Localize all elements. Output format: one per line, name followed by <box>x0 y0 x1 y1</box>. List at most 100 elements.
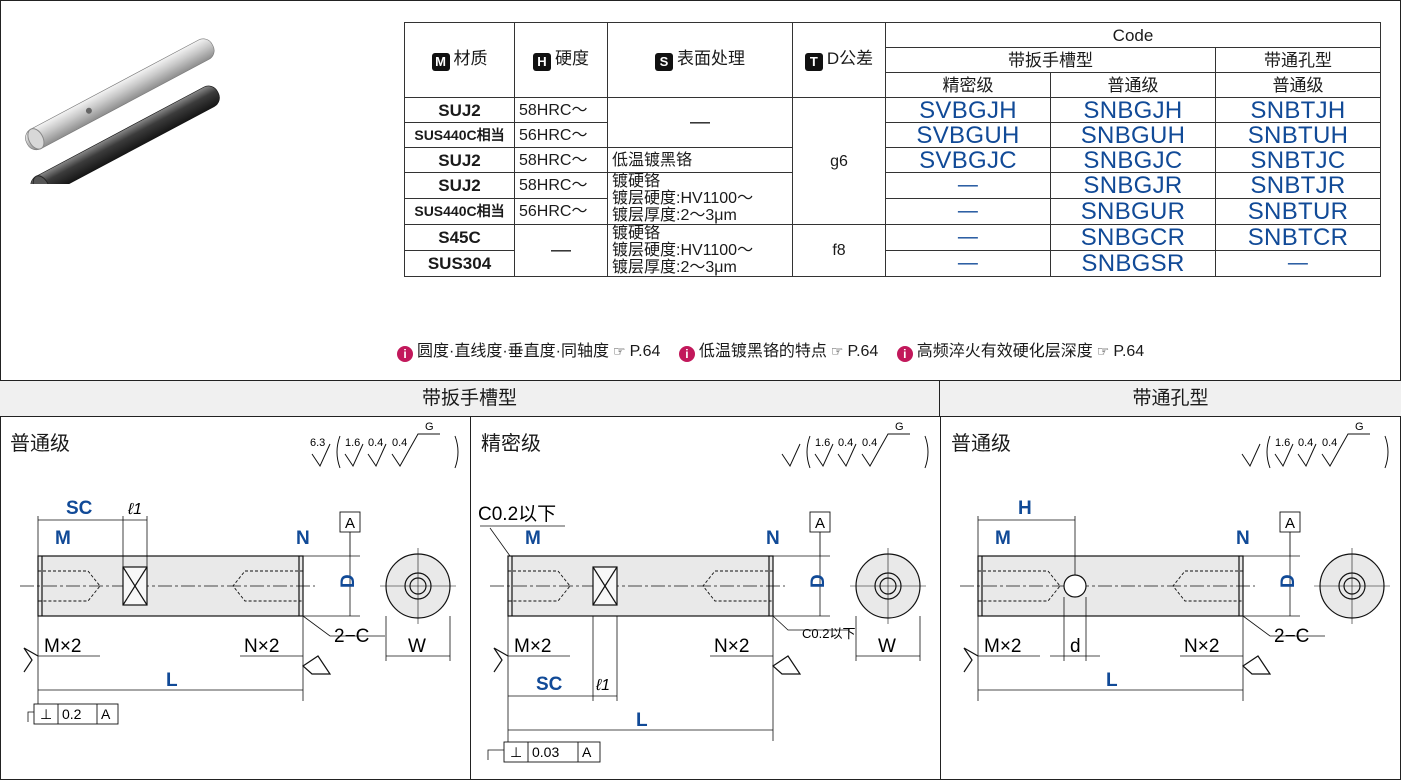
code-cell[interactable]: SVBGUH <box>885 122 1051 148</box>
dim-hole-d: d <box>1070 636 1081 657</box>
code-cell[interactable]: SNBGJH <box>1050 97 1216 123</box>
code-cell[interactable]: SNBGJR <box>1050 172 1216 199</box>
surface-badge: S <box>655 53 673 71</box>
dim-d: D <box>808 574 829 588</box>
reference-icon: ☞ <box>1096 343 1110 359</box>
drawing-section: 带扳手槽型 带通孔型 普通级 精密级 普通级 <box>0 380 1401 780</box>
dim-d: D <box>1278 574 1299 588</box>
code-cell[interactable]: SNBTJH <box>1215 97 1381 123</box>
datum-a: A <box>1285 515 1295 532</box>
section-header-through: 带通孔型 <box>940 381 1401 417</box>
header-wrench-type: 带扳手槽型 <box>885 47 1216 73</box>
panel-divider <box>940 417 941 780</box>
panel-divider <box>470 417 471 780</box>
roughness-label: 1.6 <box>1275 437 1290 449</box>
reference-icon: ☞ <box>613 343 626 359</box>
roughness-symbols <box>311 433 459 469</box>
dim-n: N <box>1236 528 1250 549</box>
through-hole <box>1063 574 1087 598</box>
dim-w: W <box>408 636 426 657</box>
panel-title-standard-through: 普通级 <box>951 433 1011 455</box>
header-through-type: 带通孔型 <box>1215 47 1381 73</box>
code-cell[interactable]: SNBGCR <box>1050 224 1216 251</box>
black-pin <box>30 85 220 184</box>
panel-title-standard: 普通级 <box>10 433 70 455</box>
datum-ref: A <box>101 706 111 722</box>
roughness-label: 0.4 <box>1298 437 1313 449</box>
dim-d: D <box>338 574 359 588</box>
product-photo <box>25 38 220 184</box>
roughness-label: 0.4 <box>838 437 853 449</box>
datum-a: A <box>815 515 825 532</box>
hardness-badge: H <box>533 53 551 71</box>
drawing-wrench-precision: 1.6 0.4 0.4 G C0.2以下 M N A D W M×2 N×2 C… <box>478 421 929 763</box>
drawing-wrench-standard: 6.3 1.6 0.4 0.4 G SC ℓ1 M N A D W M×2 N×… <box>20 421 459 725</box>
header-code: Code <box>885 22 1381 48</box>
material-badge: M <box>431 53 450 71</box>
roughness-label: 1.6 <box>815 437 830 449</box>
header-standard-2: 普通级 <box>1215 72 1381 98</box>
roughness-label: 1.6 <box>345 437 360 449</box>
dim-chamfer: 2−C <box>1274 626 1309 647</box>
silver-pin <box>25 38 215 151</box>
roughness-label: G <box>425 421 434 433</box>
dim-l: L <box>636 710 648 731</box>
code-cell[interactable]: SVBGJC <box>885 147 1051 173</box>
header-standard: 普通级 <box>1050 72 1216 98</box>
dim-sc: SC <box>536 674 563 695</box>
roughness-label: 0.4 <box>368 437 383 449</box>
dim-h: H <box>1018 498 1032 519</box>
roughness-label: 6.3 <box>310 437 325 449</box>
dim-l: L <box>166 670 178 691</box>
info-icon: i <box>896 346 913 362</box>
dim-chamfer-note-2: C0.2以下 <box>802 626 855 641</box>
datum-ref: A <box>582 744 592 760</box>
roughness-label: 0.4 <box>392 437 407 449</box>
code-cell[interactable]: SVBGJH <box>885 97 1051 123</box>
table-row: SUJ2 58HRC～ 镀硬铬 镀层硬度:HV1100～ 镀层厚度:2～3μm … <box>404 172 1381 225</box>
dim-n: N <box>296 528 310 549</box>
info-icon: i <box>678 346 695 362</box>
drawing-through-standard: 1.6 0.4 0.4 G H M N A D M×2 d N×2 2−C L <box>960 421 1390 701</box>
code-cell[interactable]: SNBTJR <box>1215 172 1381 199</box>
dim-w: W <box>878 636 896 657</box>
dim-nx2: N×2 <box>714 636 749 657</box>
info-icon: i <box>397 346 413 362</box>
dim-m: M <box>995 528 1011 549</box>
table-row: SUJ2 58HRC～ — g6 SVBGJH SNBGJH SNBTJH <box>404 97 1381 225</box>
code-cell[interactable]: SNBTUR <box>1215 198 1381 225</box>
table-row: SUS440C相当 56HRC～ — SNBGUR SNBTUR <box>404 198 1381 225</box>
dim-nx2: N×2 <box>244 636 279 657</box>
hard-chrome-cell: 镀硬铬 镀层硬度:HV1100～ 镀层厚度:2～3μm <box>607 172 793 225</box>
code-cell[interactable]: SNBGUR <box>1050 198 1216 225</box>
code-cell[interactable]: SNBGJC <box>1050 147 1216 173</box>
section-header-wrench: 带扳手槽型 <box>0 381 940 417</box>
code-cell[interactable]: SNBGSR <box>1050 250 1216 277</box>
table-row: SUJ2 58HRC～ 低温镀黑铬 SVBGJC SNBGJC SNBTJC <box>404 147 1381 173</box>
dim-chamfer-note: C0.2以下 <box>478 504 556 525</box>
dim-m: M <box>55 528 71 549</box>
perpendicularity-icon: ⊥ <box>40 706 52 722</box>
perpendicularity-icon: ⊥ <box>510 744 522 760</box>
roughness-label: G <box>895 421 904 433</box>
code-cell[interactable]: SNBTUH <box>1215 122 1381 148</box>
code-cell[interactable]: SNBTJC <box>1215 147 1381 173</box>
code-cell[interactable]: SNBGUH <box>1050 122 1216 148</box>
dim-l: L <box>1106 670 1118 691</box>
dim-sc: SC <box>66 498 93 519</box>
tolerance-badge: T <box>804 53 823 71</box>
roughness-label: 0.4 <box>862 437 877 449</box>
dim-mx2: M×2 <box>514 636 552 657</box>
dim-mx2: M×2 <box>984 636 1022 657</box>
dim-n: N <box>766 528 780 549</box>
code-cell[interactable]: SNBTCR <box>1215 224 1381 251</box>
table-row: SUS304 — SNBGSR — <box>404 250 1381 277</box>
panel-title-precision: 精密级 <box>481 433 541 455</box>
